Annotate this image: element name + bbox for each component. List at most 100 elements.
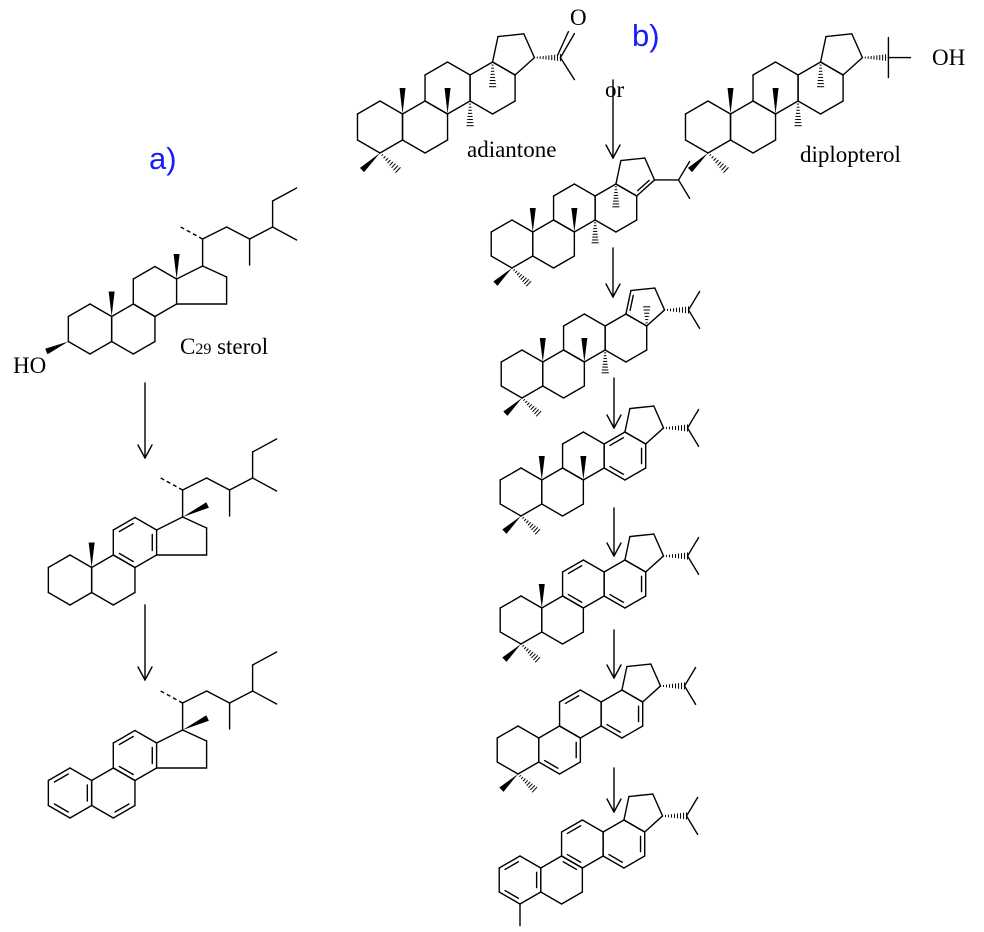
oxygen-label: O — [570, 5, 587, 30]
ring-bond — [615, 219, 638, 233]
ring-bond — [110, 340, 135, 355]
c29-c: C — [180, 334, 196, 359]
bond — [228, 477, 254, 491]
bond — [686, 555, 700, 576]
ring-bond — [498, 891, 521, 905]
ring-bond — [604, 313, 627, 327]
hash-bond — [525, 648, 529, 652]
double-bond-line — [118, 735, 134, 746]
bond — [228, 690, 254, 704]
ring-bond — [752, 100, 777, 115]
ring-bond — [424, 139, 449, 154]
double-bond-line — [609, 437, 624, 447]
bond — [685, 796, 699, 817]
hash-bond — [535, 410, 542, 417]
hash-bond — [526, 402, 530, 406]
hash-bond — [393, 165, 399, 171]
ring-bond — [491, 100, 516, 115]
ring-bond — [67, 303, 91, 318]
ring-bond — [112, 729, 136, 744]
ring-bond — [623, 819, 646, 833]
ring-bond — [603, 431, 626, 445]
double-bond-line — [564, 695, 580, 705]
hash-bond — [528, 403, 533, 408]
double-bond-line — [53, 773, 69, 783]
hash-bond — [531, 653, 536, 659]
ring-bond — [379, 139, 404, 154]
ring-bond — [132, 303, 156, 318]
double-bond-line — [543, 759, 559, 769]
ring-bond — [538, 725, 561, 739]
ring-bond — [561, 631, 585, 645]
hash-bond — [723, 167, 729, 173]
hash-bond — [528, 783, 533, 789]
hash-bond — [522, 277, 527, 283]
ring-bond — [356, 139, 381, 154]
ring-bond — [594, 183, 617, 197]
ring-bond — [603, 595, 626, 609]
double-bond-line — [566, 825, 582, 835]
ring-bond — [684, 139, 709, 154]
ring-bond — [69, 767, 93, 782]
double-bond-line — [118, 522, 134, 533]
ring-bond — [582, 559, 605, 573]
bond — [687, 290, 701, 311]
ring-bond — [621, 725, 644, 739]
ring-bond — [819, 35, 827, 63]
ring-bond — [424, 61, 449, 76]
ring-bond — [47, 767, 71, 782]
ring-bond — [561, 467, 585, 481]
double-bond-line — [609, 465, 624, 475]
wedge-bond — [444, 88, 451, 114]
ring-bond — [558, 725, 582, 739]
hash-bond — [709, 154, 712, 157]
ring-bond — [69, 591, 93, 606]
ring-bond — [134, 729, 158, 744]
wedge-bond — [580, 456, 587, 480]
ring-bond — [541, 503, 564, 517]
hash-bond — [524, 400, 528, 404]
wedge-bond — [529, 208, 536, 232]
bond — [205, 690, 231, 704]
ring-bond — [519, 891, 542, 905]
hash-bond — [514, 270, 518, 274]
ring-bond — [47, 554, 71, 569]
c29-subscript: 29 — [195, 341, 212, 358]
wedge-bond — [538, 584, 545, 608]
ring-bond — [542, 385, 565, 399]
tetraaromatic-hopanoid-structure — [498, 793, 699, 927]
wedge-bond — [687, 153, 708, 173]
ring-bond — [532, 255, 555, 269]
double-bond-line — [609, 593, 624, 603]
ring-bond — [752, 61, 777, 76]
ring-bond — [134, 516, 158, 531]
hash-bond — [531, 786, 538, 793]
ring-bond — [579, 725, 602, 739]
wedge-bond — [45, 341, 69, 355]
ring-bond — [604, 349, 627, 363]
bond — [677, 179, 691, 200]
ring-bond — [541, 595, 564, 609]
bond — [686, 427, 700, 448]
ring-bond — [625, 349, 648, 363]
hash-bond — [534, 656, 541, 663]
ring-bond — [579, 689, 602, 703]
ring-bond — [625, 313, 648, 327]
ring-bond — [520, 595, 543, 609]
ring-bond — [624, 431, 647, 445]
ring-bond — [112, 554, 136, 569]
ring-bond — [519, 855, 542, 869]
hash-bond — [383, 155, 386, 159]
ring-bond — [842, 56, 864, 76]
double-bond-line — [608, 853, 623, 863]
double-bond-line — [504, 861, 520, 871]
ring-bond — [201, 265, 228, 278]
ring-bond — [47, 804, 71, 819]
ring-bond — [520, 503, 543, 517]
dashed-bond — [160, 690, 183, 704]
c29-rest: sterol — [211, 334, 269, 359]
ring-bond — [628, 793, 654, 798]
ring-bond — [469, 100, 494, 115]
adiantone-label: adiantone — [467, 137, 557, 162]
arrow-head — [612, 144, 621, 159]
